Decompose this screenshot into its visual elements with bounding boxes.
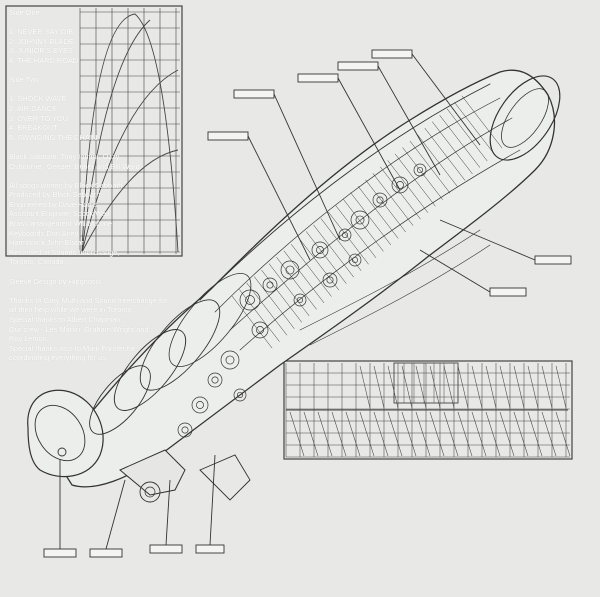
callout-6 <box>439 219 572 265</box>
track: 3. OVER TO YOU <box>9 113 69 123</box>
side-two-title: Side Two <box>9 75 40 85</box>
callout-8 <box>43 460 77 558</box>
callout-1 <box>233 89 341 241</box>
thanks-line: Thanks to Gary Muth and Sound Interchang… <box>9 295 168 305</box>
track: 2. AIR DANCE <box>9 103 58 113</box>
callout-labels <box>43 49 572 558</box>
track: 1. NEVER SAY DIE <box>9 27 74 37</box>
thanks-line: coordinating everything for us. <box>9 353 109 363</box>
side-one-title: Side One <box>9 8 40 17</box>
thanks-line: all their help while we were in Toronto. <box>9 305 134 315</box>
thanks-line: Special thanks also to Mark Forster for <box>9 343 136 353</box>
thanks-line: Roy Lemon. <box>9 334 49 344</box>
thanks-line: Our crew - Les Martin, Graham Wright and <box>9 324 149 334</box>
track: 5. SWINGING THE CHAIN <box>9 132 98 142</box>
callout-7 <box>419 249 527 297</box>
bottom-left-grid-panel <box>393 362 459 404</box>
production-line: Assistant Engineer Spock Wall <box>9 209 110 219</box>
track: 2. JOHNNY BLADE <box>9 36 74 46</box>
sleeve-credits: Side One 1. NEVER SAY DIE 2. JOHNNY BLAD… <box>9 8 179 363</box>
top-left-grid-panel <box>5 5 183 257</box>
callout-3 <box>337 61 441 176</box>
track: 3. JUNIOR'S EYES <box>9 46 73 56</box>
production-line: Brass arrangement Will Malone <box>9 219 113 229</box>
band-line: Black Sabbath: Tony Iommi, Ozzy <box>9 151 120 161</box>
track: 4. THE HARD ROAD <box>9 55 79 65</box>
production-line: Toronto, Canada. <box>9 257 66 267</box>
production-line: All songs written by Black Sabbath <box>9 180 123 190</box>
callout-4 <box>371 49 481 146</box>
production-line: Recorded at Sounds Interchange, <box>9 247 120 257</box>
thanks-line: Special thanks to Albert Chapman. <box>9 315 123 324</box>
design-credit: Sleeve Design by Hipgnosis <box>9 276 102 286</box>
engine-body <box>27 69 561 503</box>
callout-11 <box>195 454 225 554</box>
production-line: Produced by Black Sabbath <box>9 190 101 200</box>
track: 1. SHOCK WAVE <box>9 94 67 104</box>
band-line: Osbourne, 'Geezer' Butler and Bill Ward. <box>9 161 142 171</box>
production-line: Engineered by Dave Harris <box>9 199 98 209</box>
callout-10 <box>149 479 183 554</box>
callout-5 <box>207 131 311 261</box>
bottom-right-grid-panel <box>283 360 573 460</box>
callout-2 <box>297 73 401 191</box>
track: 4. BREAKOUT <box>9 123 58 133</box>
callout-9 <box>89 479 126 558</box>
production-line: Keyboards Don Airey <box>9 228 79 238</box>
production-line: Harmonica John Elstar <box>9 238 84 248</box>
